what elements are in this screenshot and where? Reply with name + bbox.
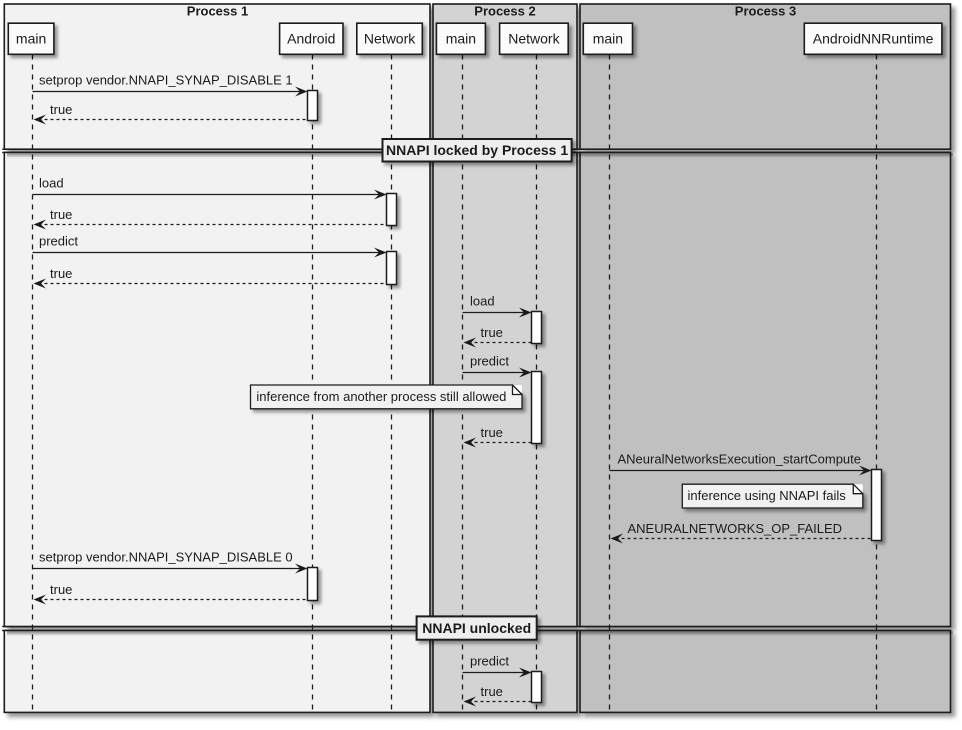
svg-text:load: load <box>39 176 64 191</box>
svg-text:setprop vendor.NNAPI_SYNAP_DIS: setprop vendor.NNAPI_SYNAP_DISABLE 1 <box>39 73 293 88</box>
svg-text:true: true <box>50 582 72 597</box>
svg-text:Network: Network <box>508 31 560 47</box>
svg-text:Process 1: Process 1 <box>187 4 248 19</box>
svg-text:true: true <box>50 102 72 117</box>
svg-text:setprop vendor.NNAPI_SYNAP_DIS: setprop vendor.NNAPI_SYNAP_DISABLE 0 <box>39 550 293 565</box>
svg-text:Process 2: Process 2 <box>474 4 535 19</box>
svg-text:predict: predict <box>39 234 78 249</box>
svg-text:main: main <box>16 31 46 47</box>
svg-text:ANeuralNetworksExecution_start: ANeuralNetworksExecution_startCompute <box>618 452 862 467</box>
svg-text:true: true <box>50 266 72 281</box>
svg-text:inference from another process: inference from another process still all… <box>256 389 506 404</box>
svg-text:true: true <box>50 207 72 222</box>
svg-text:main: main <box>593 31 623 47</box>
svg-text:Android: Android <box>287 31 335 47</box>
svg-text:AndroidNNRuntime: AndroidNNRuntime <box>813 31 934 47</box>
svg-text:inference using NNAPI fails: inference using NNAPI fails <box>688 488 847 503</box>
svg-text:NNAPI unlocked: NNAPI unlocked <box>422 620 531 636</box>
svg-text:ANEURALNETWORKS_OP_FAILED: ANEURALNETWORKS_OP_FAILED <box>628 521 843 536</box>
svg-text:predict: predict <box>470 354 509 369</box>
svg-text:load: load <box>470 294 495 309</box>
svg-text:true: true <box>481 425 503 440</box>
svg-text:true: true <box>481 325 503 340</box>
svg-text:main: main <box>446 31 476 47</box>
svg-text:true: true <box>481 684 503 699</box>
svg-text:NNAPI locked by Process 1: NNAPI locked by Process 1 <box>386 142 568 158</box>
svg-text:predict: predict <box>470 654 509 669</box>
svg-text:Network: Network <box>364 31 416 47</box>
svg-text:Process 3: Process 3 <box>735 4 796 19</box>
